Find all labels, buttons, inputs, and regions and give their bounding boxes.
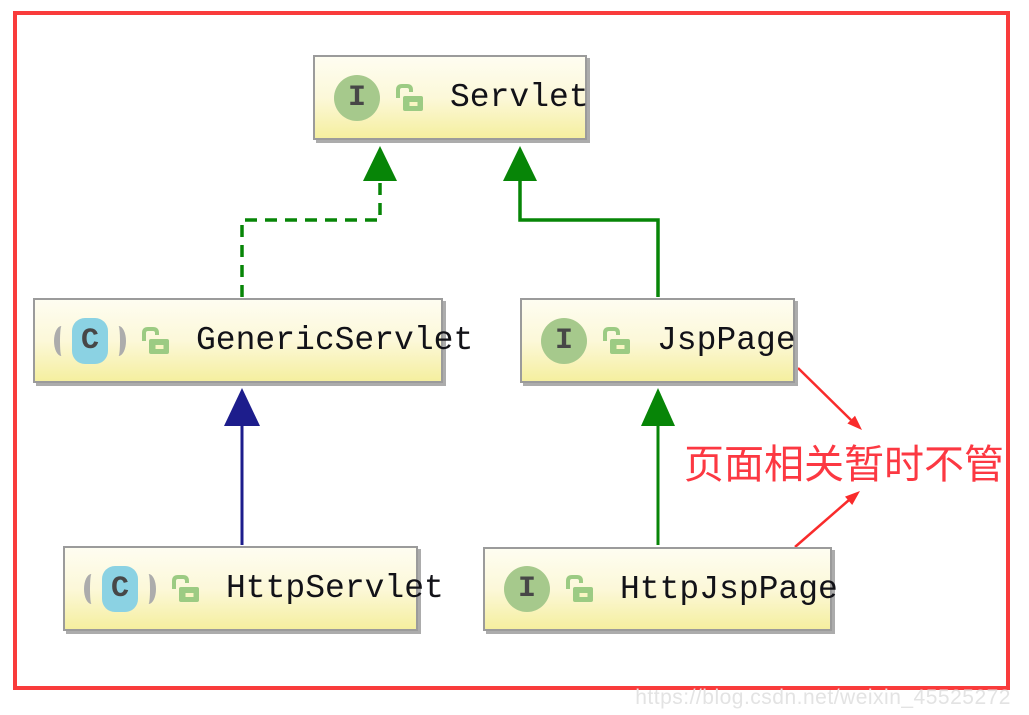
paren-right-icon	[141, 573, 156, 604]
annotation-arrow-from-jsppage	[797, 367, 862, 430]
node-httpservlet[interactable]: C HttpServlet	[63, 546, 444, 631]
edge-httpservlet-extends-genericservlet-arrow	[224, 388, 260, 545]
watermark-url: https://blog.csdn.net/weixin_45525272	[635, 686, 1011, 709]
node-httpjsppage[interactable]: I HttpJspPage	[483, 547, 838, 631]
public-lock-icon	[562, 573, 598, 605]
edge-jsppage-extends-servlet-arrow	[503, 146, 660, 297]
interface-icon: I	[541, 317, 587, 364]
node-servlet[interactable]: I Servlet	[313, 55, 589, 140]
class-icon-letter: C	[110, 571, 129, 606]
public-lock-icon	[599, 325, 635, 357]
class-icon-body: C	[102, 565, 138, 612]
node-label-jsppage: JspPage	[657, 322, 796, 359]
paren-left-icon	[54, 325, 69, 356]
interface-icon-letter: I	[517, 572, 536, 606]
edge-genericservlet-implements-servlet-arrow	[240, 146, 397, 297]
public-lock-icon	[392, 82, 428, 114]
public-lock-icon	[138, 325, 174, 357]
interface-icon-letter: I	[347, 80, 366, 115]
annotation-arrow-from-httpjsppage	[794, 491, 860, 548]
node-label-servlet: Servlet	[450, 79, 589, 116]
paren-left-icon	[84, 573, 99, 604]
node-label-httpservlet: HttpServlet	[226, 570, 444, 607]
paren-right-icon	[111, 325, 126, 356]
class-icon-letter: C	[80, 323, 99, 358]
abstract-class-icon: C	[54, 317, 126, 364]
edge-httpjsppage-extends-jsppage-arrow	[641, 388, 675, 545]
public-lock-icon	[168, 573, 204, 605]
interface-icon: I	[334, 74, 380, 121]
abstract-class-icon: C	[84, 565, 156, 612]
interface-icon: I	[504, 566, 550, 612]
interface-icon-letter: I	[554, 323, 573, 358]
node-genericservlet[interactable]: C GenericServlet	[33, 298, 473, 383]
node-jsppage[interactable]: I JspPage	[520, 298, 796, 383]
node-label-genericservlet: GenericServlet	[196, 322, 474, 359]
handwritten-note: 页面相关暂时不管	[684, 442, 1004, 487]
class-icon-body: C	[72, 317, 108, 364]
node-label-httpjsppage: HttpJspPage	[620, 570, 838, 608]
